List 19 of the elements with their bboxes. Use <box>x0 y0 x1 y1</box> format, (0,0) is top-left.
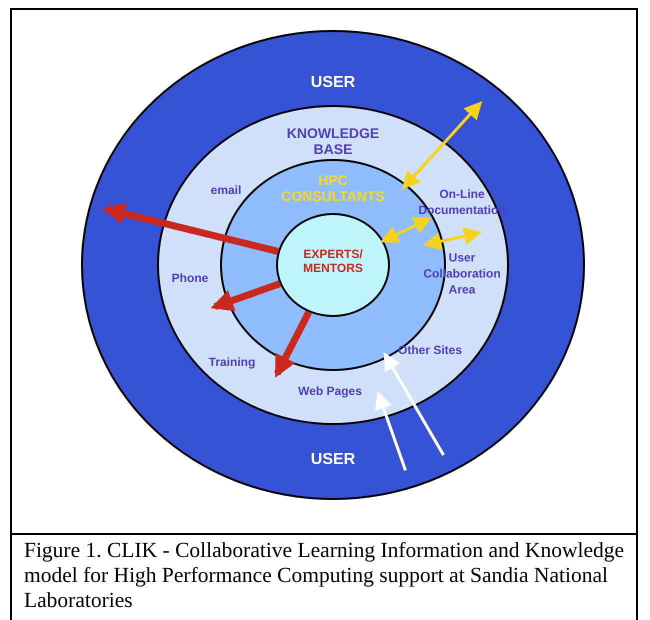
channel-label: Phone <box>170 270 210 286</box>
arrow <box>384 352 445 456</box>
figure-caption: Figure 1. CLIK - Collaborative Learning Information and Knowledge model for High Performance Computing support at Sandia National Laboratories <box>24 538 626 613</box>
ring-title: USER <box>310 74 356 92</box>
arrow <box>375 391 407 471</box>
arrow <box>402 101 482 190</box>
ring-title: KNOWLEDGE BASE <box>286 124 380 158</box>
arrow <box>423 227 482 250</box>
arrow <box>380 217 432 243</box>
ring-title: USER <box>310 450 356 470</box>
channel-label: Other Sites <box>396 342 464 358</box>
arrow <box>274 310 312 378</box>
channel-label: Training <box>208 354 256 370</box>
arrow <box>210 280 281 312</box>
arrow <box>102 202 279 255</box>
ring-title: EXPERTS/ MENTORS <box>302 248 364 276</box>
channel-label: email <box>210 182 242 198</box>
channel-label: Web Pages <box>297 382 363 400</box>
ring-title: HPC CONSULTANTS <box>280 172 386 204</box>
